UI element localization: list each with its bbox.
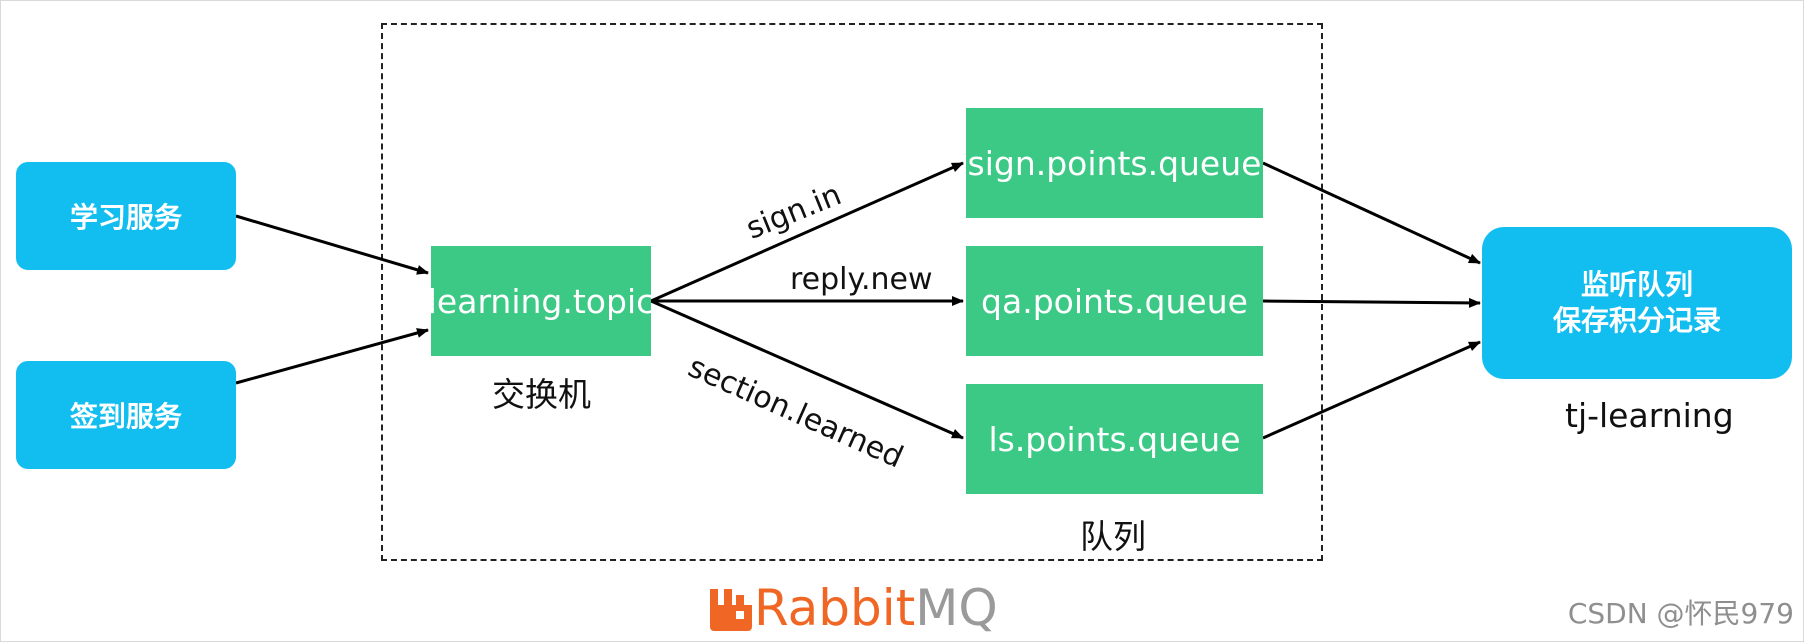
listener-label-line1: 监听队列 [1580,268,1693,301]
qa-points-queue-label: qa.points.queue [981,281,1248,321]
sign-service-box: 签到服务 [16,361,236,469]
sign-points-queue-label: sign.points.queue [967,143,1262,183]
arrow-learning-to-exchange [235,214,429,275]
rabbitmq-logo: RabbitMQ [708,579,998,637]
csdn-watermark: CSDN @怀民979 [1567,597,1794,630]
rabbitmq-wordmark: RabbitMQ [754,579,998,637]
rabbitmq-logo-icon [710,589,752,631]
sign-points-queue-box: sign.points.queue [966,108,1263,218]
learning-service-label: 学习服务 [69,201,182,234]
listener-caption: tj-learning [1565,396,1734,435]
qa-points-queue-box: qa.points.queue [966,246,1263,356]
queue-caption: 队列 [1080,517,1146,556]
exchange-caption: 交换机 [492,375,591,414]
ls-points-queue-box: ls.points.queue [966,384,1263,494]
listener-service-box: 监听队列 保存积分记录 [1482,227,1792,379]
sign-service-label: 签到服务 [69,400,182,433]
listener-label-line2: 保存积分记录 [1552,304,1721,337]
rabbitmq-wordmark-rabbit: Rabbit [754,579,916,637]
routing-key-reply-new: reply.new [790,262,933,297]
rabbitmq-wordmark-mq: MQ [915,579,998,637]
arrow-ls-queue-to-listener [1262,340,1481,440]
arrow-exchange-to-sign-queue [650,161,964,303]
exchange-box: learning.topic [428,246,654,356]
exchange-name: learning.topic [427,281,655,321]
arrow-sign-to-exchange [235,328,429,385]
arrow-qa-queue-to-listener [1262,297,1481,308]
learning-service-box: 学习服务 [16,162,236,270]
arrow-sign-queue-to-listener [1262,161,1481,265]
ls-points-queue-label: ls.points.queue [988,419,1241,459]
arrow-exchange-to-ls-queue [650,299,964,440]
rabbitmq-boundary [381,23,1323,561]
